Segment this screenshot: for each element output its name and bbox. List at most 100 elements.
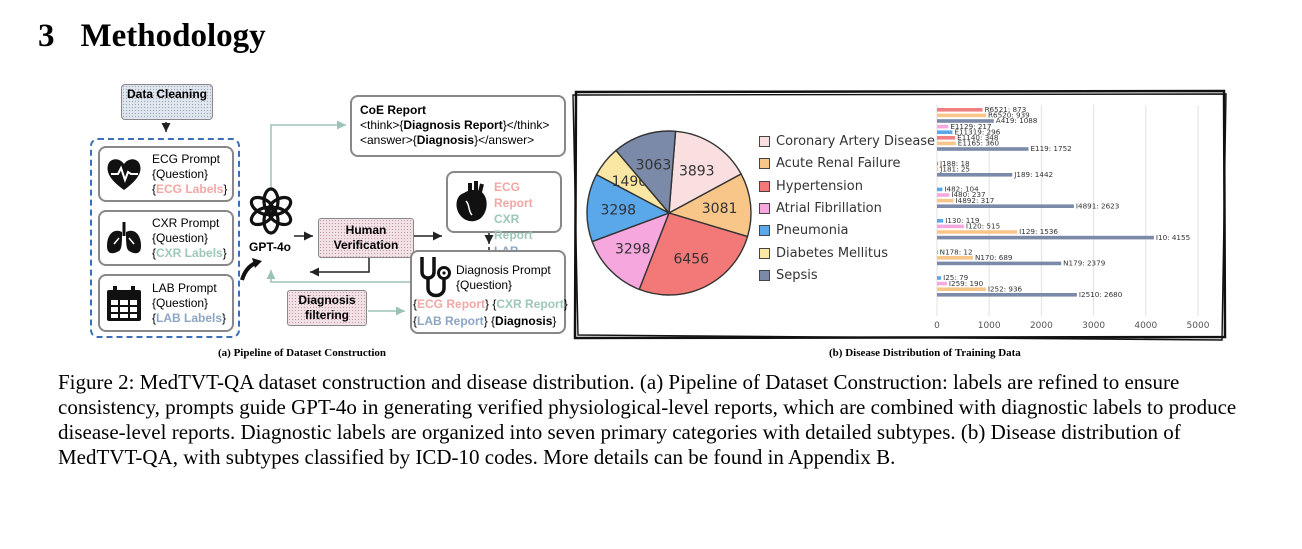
bar-value-label: I130: 119 [945,216,980,225]
bar-value-label: E119: 1752 [1030,144,1071,153]
x-tick-label: 1000 [978,321,1001,331]
bar-value-label: I4892: 317 [956,196,995,205]
diagnosis-prompt-reports: {ECG Report} {CXR Report} [413,297,568,311]
human-verification-label: Human Verification [333,223,399,252]
cxr-prompt-box: CXR Prompt {Question} {CXR Labels} [98,210,234,266]
bar-value-label: J189: 1442 [1013,170,1053,179]
lungs-icon [107,222,141,254]
legend-label: Hypertension [776,178,863,194]
pie-slice-acute-renal-failure [668,173,752,238]
calendar-table-icon [107,286,141,321]
cxr-prompt-title: CXR Prompt [152,216,220,230]
cxr-prompt-question: {Question} [152,231,209,245]
bar-value-label: A419: 1088 [996,116,1038,125]
bar [937,281,947,286]
diagnosis-filtering-label: Diagnosis filtering [298,293,356,322]
coe-title: CoE Report [360,103,426,117]
ecg-prompt-question: {Question} [152,167,209,181]
legend-item: Diabetes Mellitus [759,246,888,261]
bar [937,287,986,291]
reports-box: ECG Report CXR Report LAB Report [446,171,562,274]
legend-item: Hypertension [759,179,863,194]
data-cleaning-box: Data Cleaning [121,84,213,120]
data-cleaning-label: Data Cleaning [126,87,207,101]
human-verification-box: Human Verification [318,218,414,258]
legend-label: Pneumonia [776,223,849,239]
gpt-label: GPT-4o [249,240,292,254]
stethoscope-icon [420,257,451,298]
lab-prompt-question: {Question} [152,296,209,310]
pie-slice-atrial-fibrillation [591,212,670,291]
bar-value-label: I10: 4155 [1156,233,1190,242]
x-tick-label: 4000 [1134,321,1157,331]
bar [937,224,964,229]
legend-label: Sepsis [776,267,818,283]
x-tick-label: 0 [934,321,940,331]
legend-item: Atrial Fibrillation [759,201,882,216]
ecg-prompt-labels: {ECG Labels} [152,182,228,196]
ecg-report-label: ECG Report [494,180,533,210]
bar [937,204,1074,208]
bar [937,167,939,171]
bar [937,119,994,123]
bar [937,198,954,203]
pie-value-label: 1490 [612,174,648,190]
bar [937,250,938,254]
bar [937,276,942,280]
ecg-prompt-box: ECG Prompt {Question} {ECG Labels} [98,146,234,202]
bar [937,293,1077,297]
bar-value-label: R6520: 939 [988,111,1030,120]
legend-label: Acute Renal Failure [776,156,901,172]
bar [937,235,1154,240]
pie-slice-sepsis [615,130,677,214]
legend-swatch [759,269,770,281]
bar [937,256,973,260]
diagnosis-prompt-title: Diagnosis Prompt [456,263,551,277]
legend-item: Pneumonia [759,223,849,238]
pie-slice-pneumonia [586,173,670,243]
bar-value-label: J188: 18 [939,159,970,168]
bar-value-label: I252: 936 [988,284,1023,293]
bar-value-label: I2510: 2680 [1079,290,1123,299]
pie-value-label: 3063 [636,158,672,174]
bar [937,261,1062,266]
bar [937,130,953,134]
bar-value-label: N179: 2379 [1063,259,1106,268]
diagnosis-filtering-box: Diagnosis filtering [287,290,367,326]
section-number: 3 [38,18,55,54]
legend-item: Coronary Artery Disease [759,134,935,149]
bar [937,108,983,112]
legend-swatch [759,225,770,237]
bar-value-label: I120: 515 [966,222,1000,231]
legend-swatch [759,136,770,147]
pie-value-label: 3081 [702,201,738,217]
sketch-frame [572,89,1227,341]
bar-value-label: N178: 12 [940,247,973,256]
bar-value-label: I129: 1536 [1019,227,1058,236]
bar-value-label: N170: 689 [975,253,1013,262]
diagnosis-prompt-question: {Question} [456,278,513,292]
coe-line-answer: <answer>{Diagnosis}</answer> [360,133,535,147]
pie-value-label: 6456 [673,252,709,268]
pie-value-label: 3298 [615,242,651,258]
cxr-prompt-labels: {CXR Labels} [152,246,227,260]
heart-ecg-icon [107,159,141,190]
bar [937,219,944,223]
figure-caption: Figure 2: MedTVT-QA dataset construction… [58,370,1237,469]
anatomical-heart-icon [456,181,487,222]
bar [937,173,1013,177]
bar [937,147,1029,151]
legend-label: Coronary Artery Disease [776,134,936,149]
bar-value-label: E1129: 217 [950,122,991,131]
bar-value-label: I4891: 2623 [1076,201,1119,210]
arrow-diag-to-gpt [266,270,410,283]
pie-value-label: 3893 [679,163,715,179]
legend-item: Acute Renal Failure [759,156,900,171]
x-tick-label: 5000 [1187,321,1210,331]
arrow-back-to-gpt [310,258,370,277]
pie-slice-coronary-artery-disease [668,130,742,214]
bar-value-label: I25: 79 [943,273,969,282]
lab-prompt-title: LAB Prompt [152,281,217,295]
bar [937,113,987,118]
